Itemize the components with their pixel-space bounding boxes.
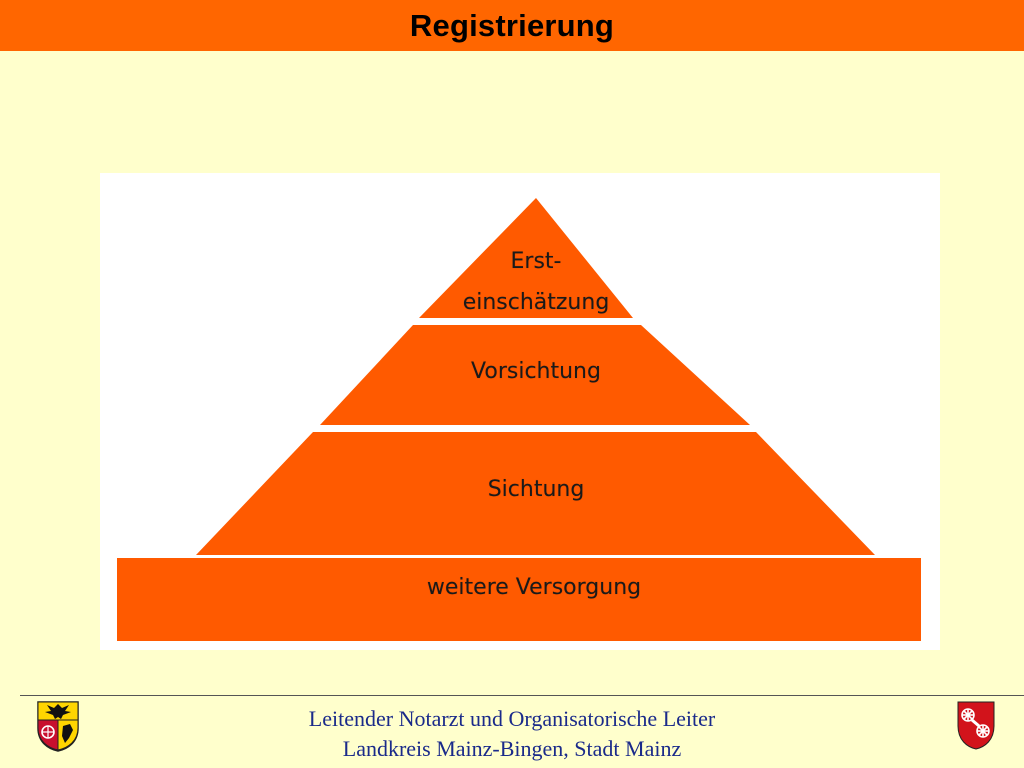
- pyramid-tier-erst: [419, 198, 633, 318]
- title-bar: Registrierung: [0, 0, 1024, 51]
- tier-label-vorsichtung: Vorsichtung: [471, 359, 601, 384]
- tier-label-erst-line1: Erst-: [510, 249, 562, 274]
- tier-label-sichtung: Sichtung: [487, 477, 585, 502]
- footer-line-1: Leitender Notarzt und Organisatorische L…: [308, 706, 716, 731]
- footer-line-2: Landkreis Mainz-Bingen, Stadt Mainz: [342, 736, 682, 761]
- tier-label-erst-line2: einschätzung: [462, 290, 610, 315]
- pyramid-tier-vorsichtung: [320, 325, 750, 425]
- tier-label-weitere-versorgung: weitere Versorgung: [426, 575, 642, 600]
- triage-pyramid-diagram: Erst- einschätzung Vorsichtung Sichtung …: [100, 173, 940, 650]
- footer-divider: [20, 695, 1024, 696]
- pyramid-tier-sichtung: [196, 432, 875, 555]
- page-title: Registrierung: [409, 8, 615, 43]
- pyramid-tier-weitere-versorgung: [117, 558, 921, 641]
- pyramid-shapes: [117, 198, 921, 641]
- mainz-city-crest-icon: [956, 700, 996, 755]
- mainz-bingen-crest-icon: [36, 700, 80, 757]
